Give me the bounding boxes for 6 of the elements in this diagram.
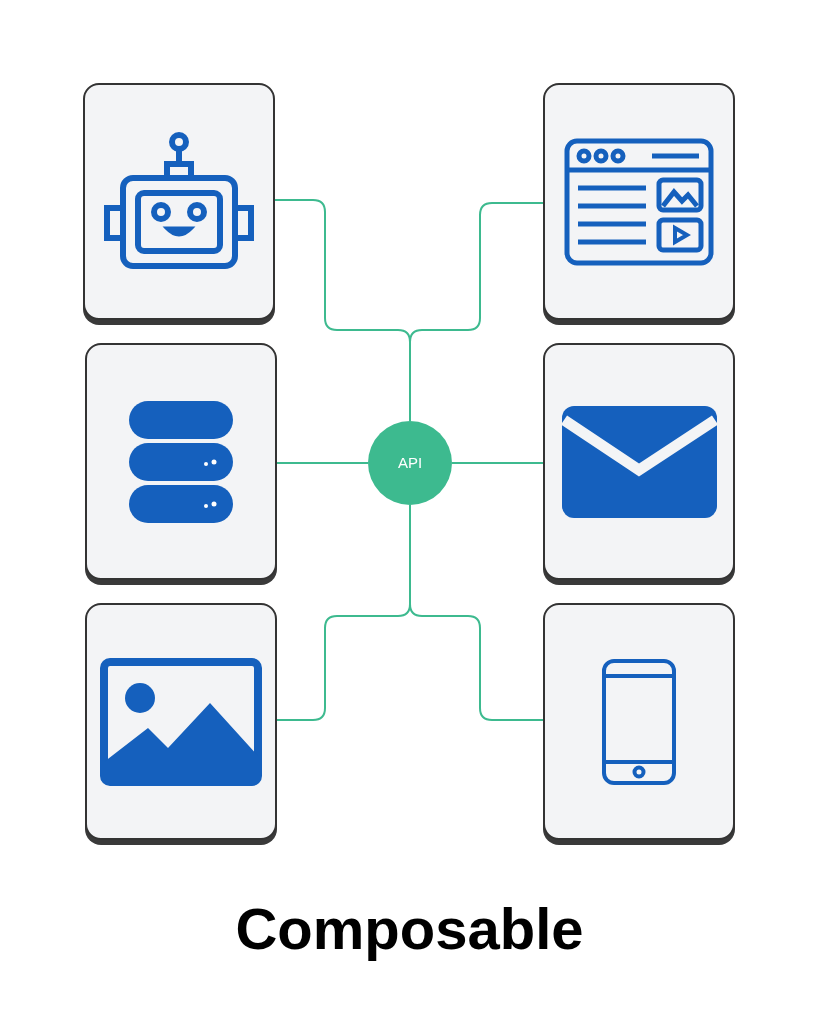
connector-line — [409, 504, 544, 721]
connector-line — [451, 462, 544, 464]
connector-line — [276, 462, 369, 464]
connector-line — [409, 202, 544, 422]
caption: Composable — [234, 895, 585, 963]
node-label: API — [397, 452, 423, 473]
